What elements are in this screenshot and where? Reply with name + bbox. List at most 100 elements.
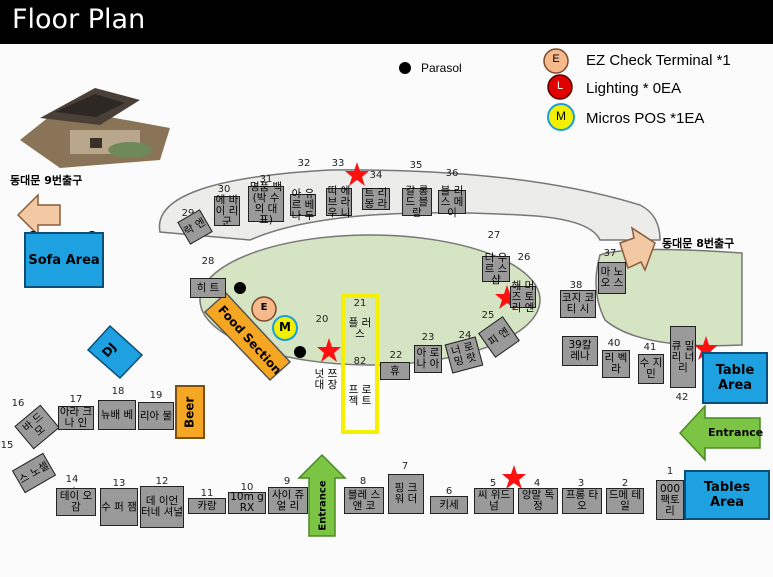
stall-number: 3	[577, 478, 585, 489]
stall-number: 11	[200, 488, 214, 499]
stall-number: 20	[315, 314, 329, 325]
exit-right-label: 동대문 8번출구	[662, 237, 735, 250]
stall-number: 24	[458, 330, 472, 341]
highlight-frame	[341, 294, 379, 434]
stall-10: 10m gRX	[228, 492, 266, 514]
stall-number: 27	[487, 230, 501, 241]
stall-8: 블레 스앤 코	[344, 487, 384, 514]
entrance-bottom-label: Entrance	[317, 480, 329, 531]
pos-marker-letter: M	[279, 320, 291, 334]
stall-number: 22	[389, 350, 403, 361]
stall-number: 33	[331, 158, 345, 169]
stall-number: 26	[517, 252, 531, 263]
stall-18: 뉴배 베	[98, 400, 136, 430]
stall-number: 36	[445, 168, 459, 179]
stall-number: 19	[149, 390, 163, 401]
stall-4: 앙말 독정	[518, 488, 558, 514]
exit-arrow-left	[16, 193, 61, 237]
stall-number: 32	[297, 158, 311, 169]
stall-11: 카랑	[188, 498, 226, 514]
stall-number: 23	[421, 332, 435, 343]
stall-number: 6	[445, 486, 453, 497]
exit-arrow-right	[619, 226, 656, 272]
stall-number: 82	[353, 356, 367, 367]
stall-38: 코지 코티 시	[560, 290, 596, 318]
stall-number: 37	[603, 248, 617, 259]
stall-number: 21	[353, 298, 367, 309]
stall-35: 갈 롱 드 블 랑	[402, 185, 432, 218]
stall-number: 10	[240, 482, 254, 493]
stall-36: 블 리 스 메 이	[438, 185, 466, 218]
stall-number: 16	[11, 398, 25, 409]
stall-82: 프 로 젝 트	[348, 384, 372, 407]
pos-terminal-marker	[272, 315, 298, 341]
ez-terminal-marker	[251, 296, 277, 322]
food-section-shape	[203, 291, 292, 382]
stall-number: 12	[155, 476, 169, 487]
stall-26: 해 머 즈 토 리 엔	[510, 279, 536, 314]
stall-19: 리아 물	[138, 402, 174, 430]
stall-number: 14	[65, 474, 79, 485]
stall-number: 8	[359, 476, 367, 487]
stall-number: 4	[533, 478, 541, 489]
ez-legend-label: EZ Check Terminal *1	[586, 52, 731, 69]
stall-number: 35	[409, 160, 423, 171]
stall-number: 41	[643, 342, 657, 353]
stall-21: 플 러 스	[348, 317, 372, 340]
stall-33: 띠 에 브 라 우 니	[326, 184, 352, 219]
lighting-legend-letter: L	[556, 80, 564, 92]
stall-number: 28	[201, 256, 215, 267]
stall-number: 34	[369, 170, 383, 181]
stall-23: 아 로 나 아	[414, 345, 442, 373]
stall-number: 31	[259, 174, 273, 185]
stall-20: 넛 쯔 대 장	[314, 368, 338, 391]
exit-left-label: 동대문 9번출구	[10, 174, 83, 187]
building-icon	[20, 88, 170, 168]
ez-marker-letter: E	[260, 302, 268, 313]
entrance-arrow-right	[678, 404, 761, 462]
stall-22: 휴	[380, 362, 410, 380]
stall-17: 아라 크나 인	[58, 406, 94, 430]
page-title: Floor Plan	[12, 4, 146, 35]
dj-shape	[86, 324, 144, 380]
stall-number: 1	[666, 466, 674, 477]
table-area: Table Area	[702, 352, 768, 404]
stall-number: 2	[621, 478, 629, 489]
stall-37: 마 노 오 스	[598, 262, 626, 294]
stall-7: 핑 크 워 더	[388, 474, 424, 514]
stall-32: 아 유 르 베 나 두	[290, 187, 316, 222]
stall-number: 25	[481, 310, 495, 321]
stall-number: 40	[607, 338, 621, 349]
tables-area: Tables Area	[684, 470, 770, 520]
stall-5: 씨 위드 넘	[474, 488, 514, 514]
stall-39: 39칼 레나	[562, 336, 598, 366]
stall-number: 13	[112, 478, 126, 489]
stall-28: 히 트	[190, 278, 226, 298]
ez-legend-marker	[543, 48, 569, 74]
lighting-legend-marker	[547, 74, 573, 100]
stall-number: 38	[569, 280, 583, 291]
stall-number: 15	[0, 440, 14, 451]
stall-number: 29	[181, 208, 195, 219]
stall-9: 사이 쥬얼 리	[268, 487, 308, 514]
pos-legend-letter: M	[556, 109, 566, 123]
stall-1: 000 팩토리	[656, 480, 684, 520]
stall-30: 에 바 이 리 군	[214, 193, 240, 228]
stall-34: 트 리 몽 라	[362, 188, 390, 210]
beer-area: Beer	[175, 385, 205, 439]
stall-40: 리 벡 라	[602, 350, 630, 378]
stall-number: 42	[675, 392, 689, 403]
stall-2: 드메 테일	[606, 488, 644, 514]
ez-legend-letter: E	[552, 53, 560, 65]
stall-42: 큐 밀 리 너 리	[670, 326, 696, 388]
entrance-right-label: Entrance	[708, 426, 764, 439]
stall-27: 더 우 르 스 샵	[482, 252, 510, 285]
stall-41: 수 지 민	[638, 354, 664, 384]
stall-3: 프롱 타오	[562, 488, 602, 514]
stall-13: 수 퍼 잼	[100, 488, 138, 526]
sofa-area: Sofa Area	[24, 232, 104, 288]
entrance-arrow-bottom	[297, 453, 347, 537]
parasol-legend-label: Parasol	[421, 61, 462, 75]
pos-legend-label: Micros POS *1EA	[586, 110, 705, 127]
stall-31: 명품 백 (박 수의 대표)	[248, 181, 284, 226]
